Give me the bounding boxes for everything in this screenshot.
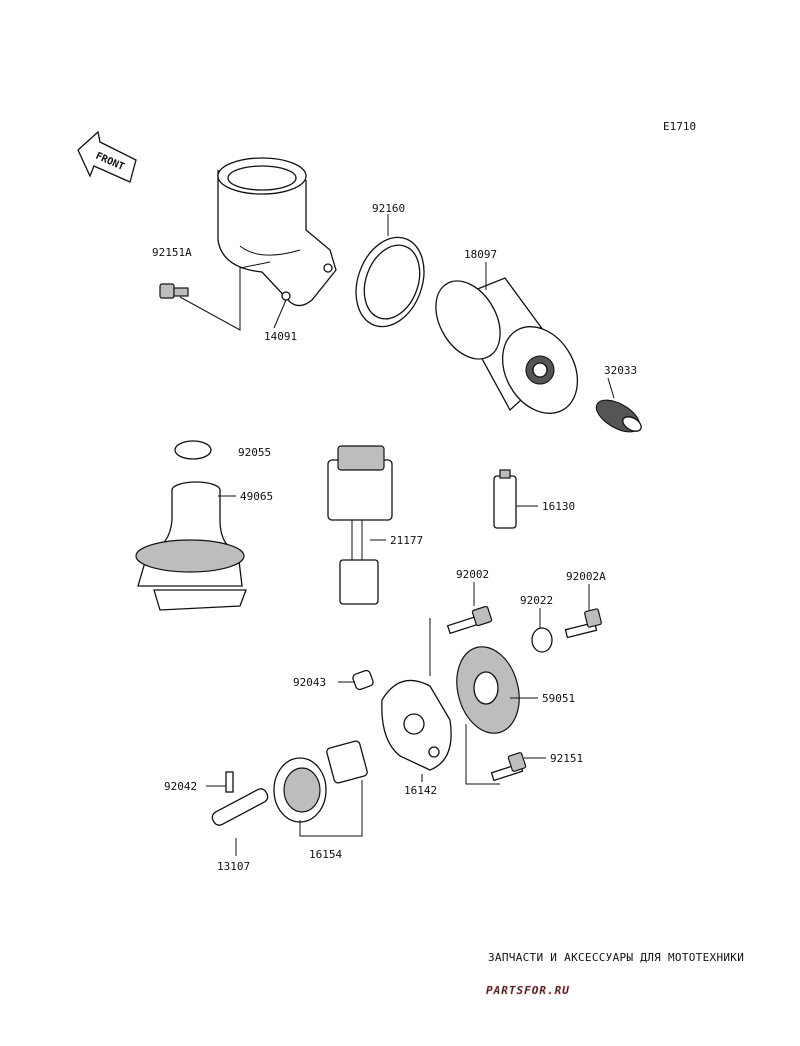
dowel-pin-92043 xyxy=(352,669,374,691)
bolt-92002A xyxy=(564,608,602,639)
part-label: 16130 xyxy=(542,500,575,513)
fitting-16130 xyxy=(493,469,517,529)
part-labels: 92160 92151A 18097 14091 32033 92055 490… xyxy=(152,202,637,873)
bolt-92151 xyxy=(490,752,527,782)
pin-92042 xyxy=(225,771,234,793)
oil-cooler-housing-14091 xyxy=(217,157,337,307)
pump-shaft-13107 xyxy=(211,788,269,826)
o-ring-92055 xyxy=(174,440,212,460)
part-label: 92151 xyxy=(550,752,583,765)
rotor-set-16154 xyxy=(273,740,368,823)
part-label: 32033 xyxy=(604,364,637,377)
watermark-caption: ЗАПЧАСТИ И АКСЕССУАРЫ ДЛЯ МОТОТЕХНИКИ xyxy=(488,951,744,964)
switch-21177 xyxy=(327,445,393,605)
part-label: 92160 xyxy=(372,202,405,215)
pump-gear-59051 xyxy=(456,646,520,734)
part-label: 16142 xyxy=(404,784,437,797)
ring-92160 xyxy=(355,236,425,328)
washer-92022 xyxy=(531,627,553,653)
bolt-92002 xyxy=(446,605,493,635)
diagram-code: E1710 xyxy=(663,120,696,133)
part-label: 92055 xyxy=(238,446,271,459)
part-label: 59051 xyxy=(542,692,575,705)
oil-screen-49065 xyxy=(135,481,247,611)
part-label: 92022 xyxy=(520,594,553,607)
watermark-brand: PARTSFOR.RU xyxy=(486,984,570,997)
spring-32033 xyxy=(595,399,642,433)
bolt-92151A xyxy=(159,283,189,299)
part-label: 92042 xyxy=(164,780,197,793)
part-label: 92043 xyxy=(293,676,326,689)
leader-lines xyxy=(206,214,615,856)
part-label: 16154 xyxy=(309,848,342,861)
pump-cover-16142 xyxy=(381,679,452,771)
front-arrow-icon: FRONT xyxy=(77,130,137,183)
part-label: 13107 xyxy=(217,860,250,873)
leader-92151A xyxy=(179,261,271,331)
part-label: 92002A xyxy=(566,570,606,583)
part-label: 14091 xyxy=(264,330,297,343)
part-label: 92151A xyxy=(152,246,192,259)
part-label: 21177 xyxy=(390,534,423,547)
part-label: 49065 xyxy=(240,490,273,503)
part-label: 92002 xyxy=(456,568,489,581)
part-label: 18097 xyxy=(464,248,497,261)
oil-filter-18097 xyxy=(435,277,579,414)
